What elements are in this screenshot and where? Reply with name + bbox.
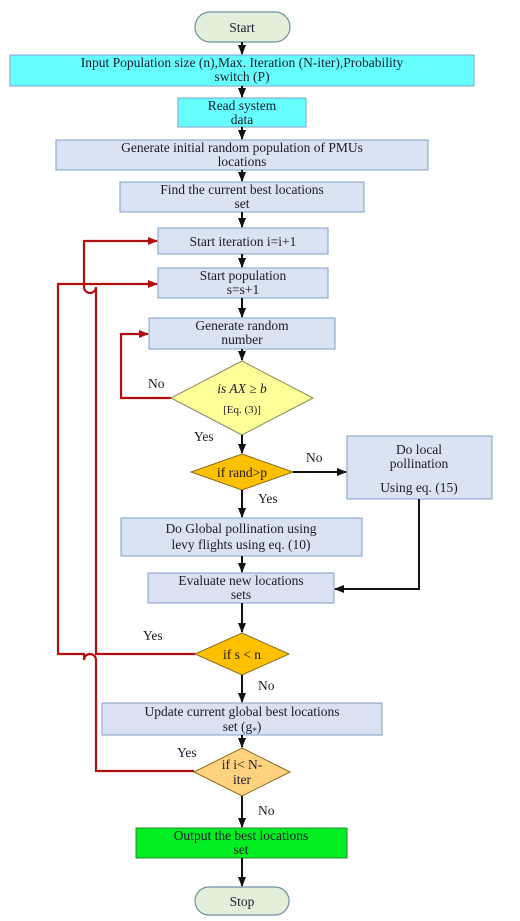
find-current-best-box: Find the current best locations set [119,181,365,213]
local-pollination-box: Do local pollination Using eq. (15) [346,435,493,500]
constraint-check-diamond: is AX ≥ b [Eq. (3)] [169,360,315,436]
label-i-no: No [258,803,275,818]
rand-decision-diamond: if rand>p [189,453,295,491]
find-best-line2: set [235,196,250,211]
generate-random-line2: number [221,332,263,347]
edge-labels: No Yes No Yes Yes No Yes No [143,376,323,818]
evaluate-line1: Evaluate new locations [178,573,303,588]
start-iteration-box: Start iteration i=i+1 [157,227,329,255]
i-check-line2: iter [233,772,251,787]
read-system-data-line2: data [231,112,254,127]
input-parameters-line1: Input Population size (n),Max. Iteration… [81,55,404,70]
start-population-line2: s=s+1 [227,282,259,297]
generate-initial-line2: locations [218,154,267,169]
arrow-local-evaluate [334,499,420,593]
loop-back-lines [56,237,195,773]
update-line2: set (g*) [223,719,262,736]
start-population-box: Start population s=s+1 [157,267,329,299]
rand-decision-label: if rand>p [217,465,267,480]
start-terminal: Start [194,11,291,43]
loop-population [56,280,194,773]
output-best-locations-box: Output the best locations set [135,827,348,859]
label-s-yes: Yes [143,628,163,643]
update-global-best-box: Update current global best locations set… [101,702,383,736]
label-constraint-yes: Yes [194,429,214,444]
stop-label: Stop [230,894,255,909]
local-pollination-line2: pollination [390,456,449,471]
generate-initial-line1: Generate initial random population of PM… [121,140,363,155]
global-pollination-box: Do Global pollination using levy flights… [120,517,363,557]
label-rand-no: No [306,450,323,465]
local-pollination-line1: Do local [396,442,442,457]
read-system-data-line1: Read system [208,98,277,113]
evaluate-locations-box: Evaluate new locations sets [147,572,335,604]
s-check-diamond: if s < n [193,632,291,676]
input-parameters-box: Input Population size (n),Max. Iteration… [9,54,475,87]
global-pollination-line1: Do Global pollination using [165,521,316,536]
label-constraint-no: No [148,376,165,391]
stop-terminal: Stop [194,886,290,916]
global-pollination-line2: levy flights using eq. (10) [171,537,310,552]
i-check-line1: if i< N- [222,757,263,772]
input-parameters-line2: switch (P) [214,69,269,84]
generate-random-number-box: Generate random number [148,317,336,350]
local-pollination-line3: Using eq. (15) [380,480,458,495]
loop-iteration [82,237,195,656]
label-i-yes: Yes [177,745,197,760]
generate-random-line1: Generate random [195,318,289,333]
find-best-line1: Find the current best locations [160,182,323,197]
label-s-no: No [258,678,275,693]
update-line1: Update current global best locations [145,704,340,719]
start-label: Start [229,20,255,35]
generate-initial-population-box: Generate initial random population of PM… [55,139,429,171]
main-flow-arrows [238,42,420,887]
start-iteration-label: Start iteration i=i+1 [190,234,297,249]
evaluate-line2: sets [231,587,251,602]
output-line2: set [234,842,249,857]
i-check-diamond: if i< N- iter [192,747,292,797]
constraint-check-line1: is AX ≥ b [217,381,267,396]
start-population-line1: Start population [200,268,287,283]
loop-constraint-no [119,330,171,400]
read-system-data-box: Read system data [177,97,307,128]
constraint-check-line2: [Eq. (3)] [223,404,261,416]
s-check-label: if s < n [223,647,261,662]
output-line1: Output the best locations [174,828,309,843]
label-rand-yes: Yes [258,491,278,506]
